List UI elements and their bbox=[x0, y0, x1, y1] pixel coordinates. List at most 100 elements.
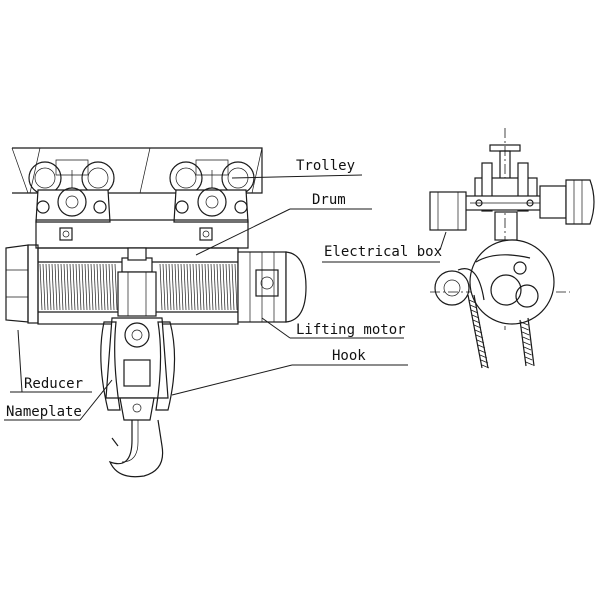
rope-hatch-line bbox=[523, 346, 532, 351]
rope-hatch-line bbox=[476, 339, 485, 344]
rope-winding-line bbox=[111, 263, 115, 311]
rope-winding-line bbox=[78, 263, 82, 311]
rope-winding-line bbox=[72, 263, 76, 311]
rope-hatch-line bbox=[480, 359, 489, 364]
rope-winding-line bbox=[66, 263, 70, 311]
side-view bbox=[322, 128, 595, 369]
rope-winding-line bbox=[42, 263, 46, 311]
hook-block bbox=[100, 317, 176, 421]
rope-winding-line bbox=[207, 263, 211, 311]
rope-winding-line bbox=[213, 263, 217, 311]
rope-winding-line bbox=[96, 263, 100, 311]
drum-label: Drum bbox=[312, 192, 346, 208]
electrical-box-leader bbox=[439, 231, 447, 251]
rope-hatch-line bbox=[520, 321, 529, 326]
side-drum bbox=[469, 211, 555, 325]
rope-winding-line bbox=[108, 263, 112, 311]
rope-winding-line bbox=[183, 263, 187, 311]
rope-winding-line bbox=[105, 263, 109, 311]
trolley-frame bbox=[35, 219, 249, 249]
rope-winding-line bbox=[180, 263, 184, 311]
electrical-box bbox=[429, 191, 467, 231]
side-motor bbox=[539, 179, 595, 225]
rope-hatch-line bbox=[472, 319, 481, 324]
rope-hatch-line bbox=[478, 349, 487, 354]
trolley-leader bbox=[231, 174, 363, 179]
rope-winding-line bbox=[228, 263, 232, 311]
rope-winding-line bbox=[87, 263, 91, 311]
rope-hatch-line bbox=[468, 299, 477, 304]
rope-winding-line bbox=[225, 263, 229, 311]
rope-hatch-line bbox=[475, 334, 484, 339]
rope-winding-line bbox=[192, 263, 196, 311]
rope-winding-line bbox=[54, 263, 58, 311]
lifting-motor-label: Lifting motor bbox=[296, 322, 406, 338]
trolley-left bbox=[28, 159, 115, 223]
rope-winding-line bbox=[69, 263, 73, 311]
rope-winding-line bbox=[174, 263, 178, 311]
hook-label: Hook bbox=[332, 348, 366, 364]
electrical-box-label: Electrical box bbox=[324, 244, 442, 260]
rope-hatch-line bbox=[473, 324, 482, 329]
rope-hatch-line bbox=[521, 326, 529, 331]
rope-winding-line bbox=[177, 263, 181, 311]
rope-winding-line bbox=[93, 263, 97, 311]
rope-winding-line bbox=[162, 263, 166, 311]
rope-hatch-line bbox=[469, 304, 478, 309]
reducer bbox=[5, 244, 39, 324]
rope-winding-line bbox=[84, 263, 88, 311]
rope-winding-line bbox=[114, 263, 118, 311]
rope-winding-line bbox=[171, 263, 175, 311]
rope-hatch-line bbox=[471, 314, 480, 319]
rope-winding-line bbox=[81, 263, 85, 311]
rope-winding-line bbox=[75, 263, 79, 311]
rope-winding-line bbox=[198, 263, 202, 311]
rope-winding-line bbox=[48, 263, 52, 311]
rope-winding-line bbox=[168, 263, 172, 311]
i-beam-rail bbox=[11, 147, 263, 194]
rope-hatch-line bbox=[522, 336, 530, 341]
rope-winding-line bbox=[210, 263, 214, 311]
rope-hatch-line bbox=[481, 364, 490, 369]
rope-hatch-line bbox=[525, 356, 533, 361]
rope-winding-line bbox=[99, 263, 103, 311]
rope-winding-line bbox=[204, 263, 208, 311]
rope-hatch-line bbox=[523, 341, 531, 346]
rope-hatch-line bbox=[477, 344, 486, 349]
drum-leader bbox=[195, 208, 291, 256]
rope-winding-line bbox=[45, 263, 49, 311]
rope-winding-line bbox=[159, 263, 163, 311]
rope-windings bbox=[39, 263, 238, 311]
hook bbox=[108, 419, 164, 478]
reducer-label: Reducer bbox=[24, 376, 83, 392]
trolley-label: Trolley bbox=[296, 158, 355, 174]
nameplate-leader bbox=[79, 379, 113, 421]
rope-winding-line bbox=[186, 263, 190, 311]
rope-winding-line bbox=[219, 263, 223, 311]
rope-winding-line bbox=[57, 263, 61, 311]
rope-hatch-line bbox=[474, 329, 483, 334]
rope-winding-line bbox=[90, 263, 94, 311]
rope-hatch-line bbox=[524, 351, 532, 356]
rope-winding-line bbox=[222, 263, 226, 311]
rope-winding-line bbox=[165, 263, 169, 311]
reducer-leader bbox=[17, 329, 23, 393]
rope-winding-line bbox=[231, 263, 235, 311]
nameplate-label: Nameplate bbox=[6, 404, 82, 420]
hook-leader bbox=[171, 364, 293, 396]
lifting-motor-leader bbox=[261, 317, 291, 339]
rope-winding-line bbox=[195, 263, 199, 311]
rope-winding-line bbox=[234, 263, 238, 311]
rope-hatch-line bbox=[522, 331, 530, 336]
front-view bbox=[4, 147, 408, 478]
rope-hatch-line bbox=[470, 309, 479, 314]
rope-winding-line bbox=[60, 263, 64, 311]
hook-block-top bbox=[117, 247, 157, 317]
rope-winding-line bbox=[189, 263, 193, 311]
rope-hatching bbox=[468, 299, 533, 369]
rope-winding-line bbox=[102, 263, 106, 311]
side-hook bbox=[434, 268, 485, 306]
rope-winding-line bbox=[51, 263, 55, 311]
lifting-motor bbox=[237, 251, 307, 323]
